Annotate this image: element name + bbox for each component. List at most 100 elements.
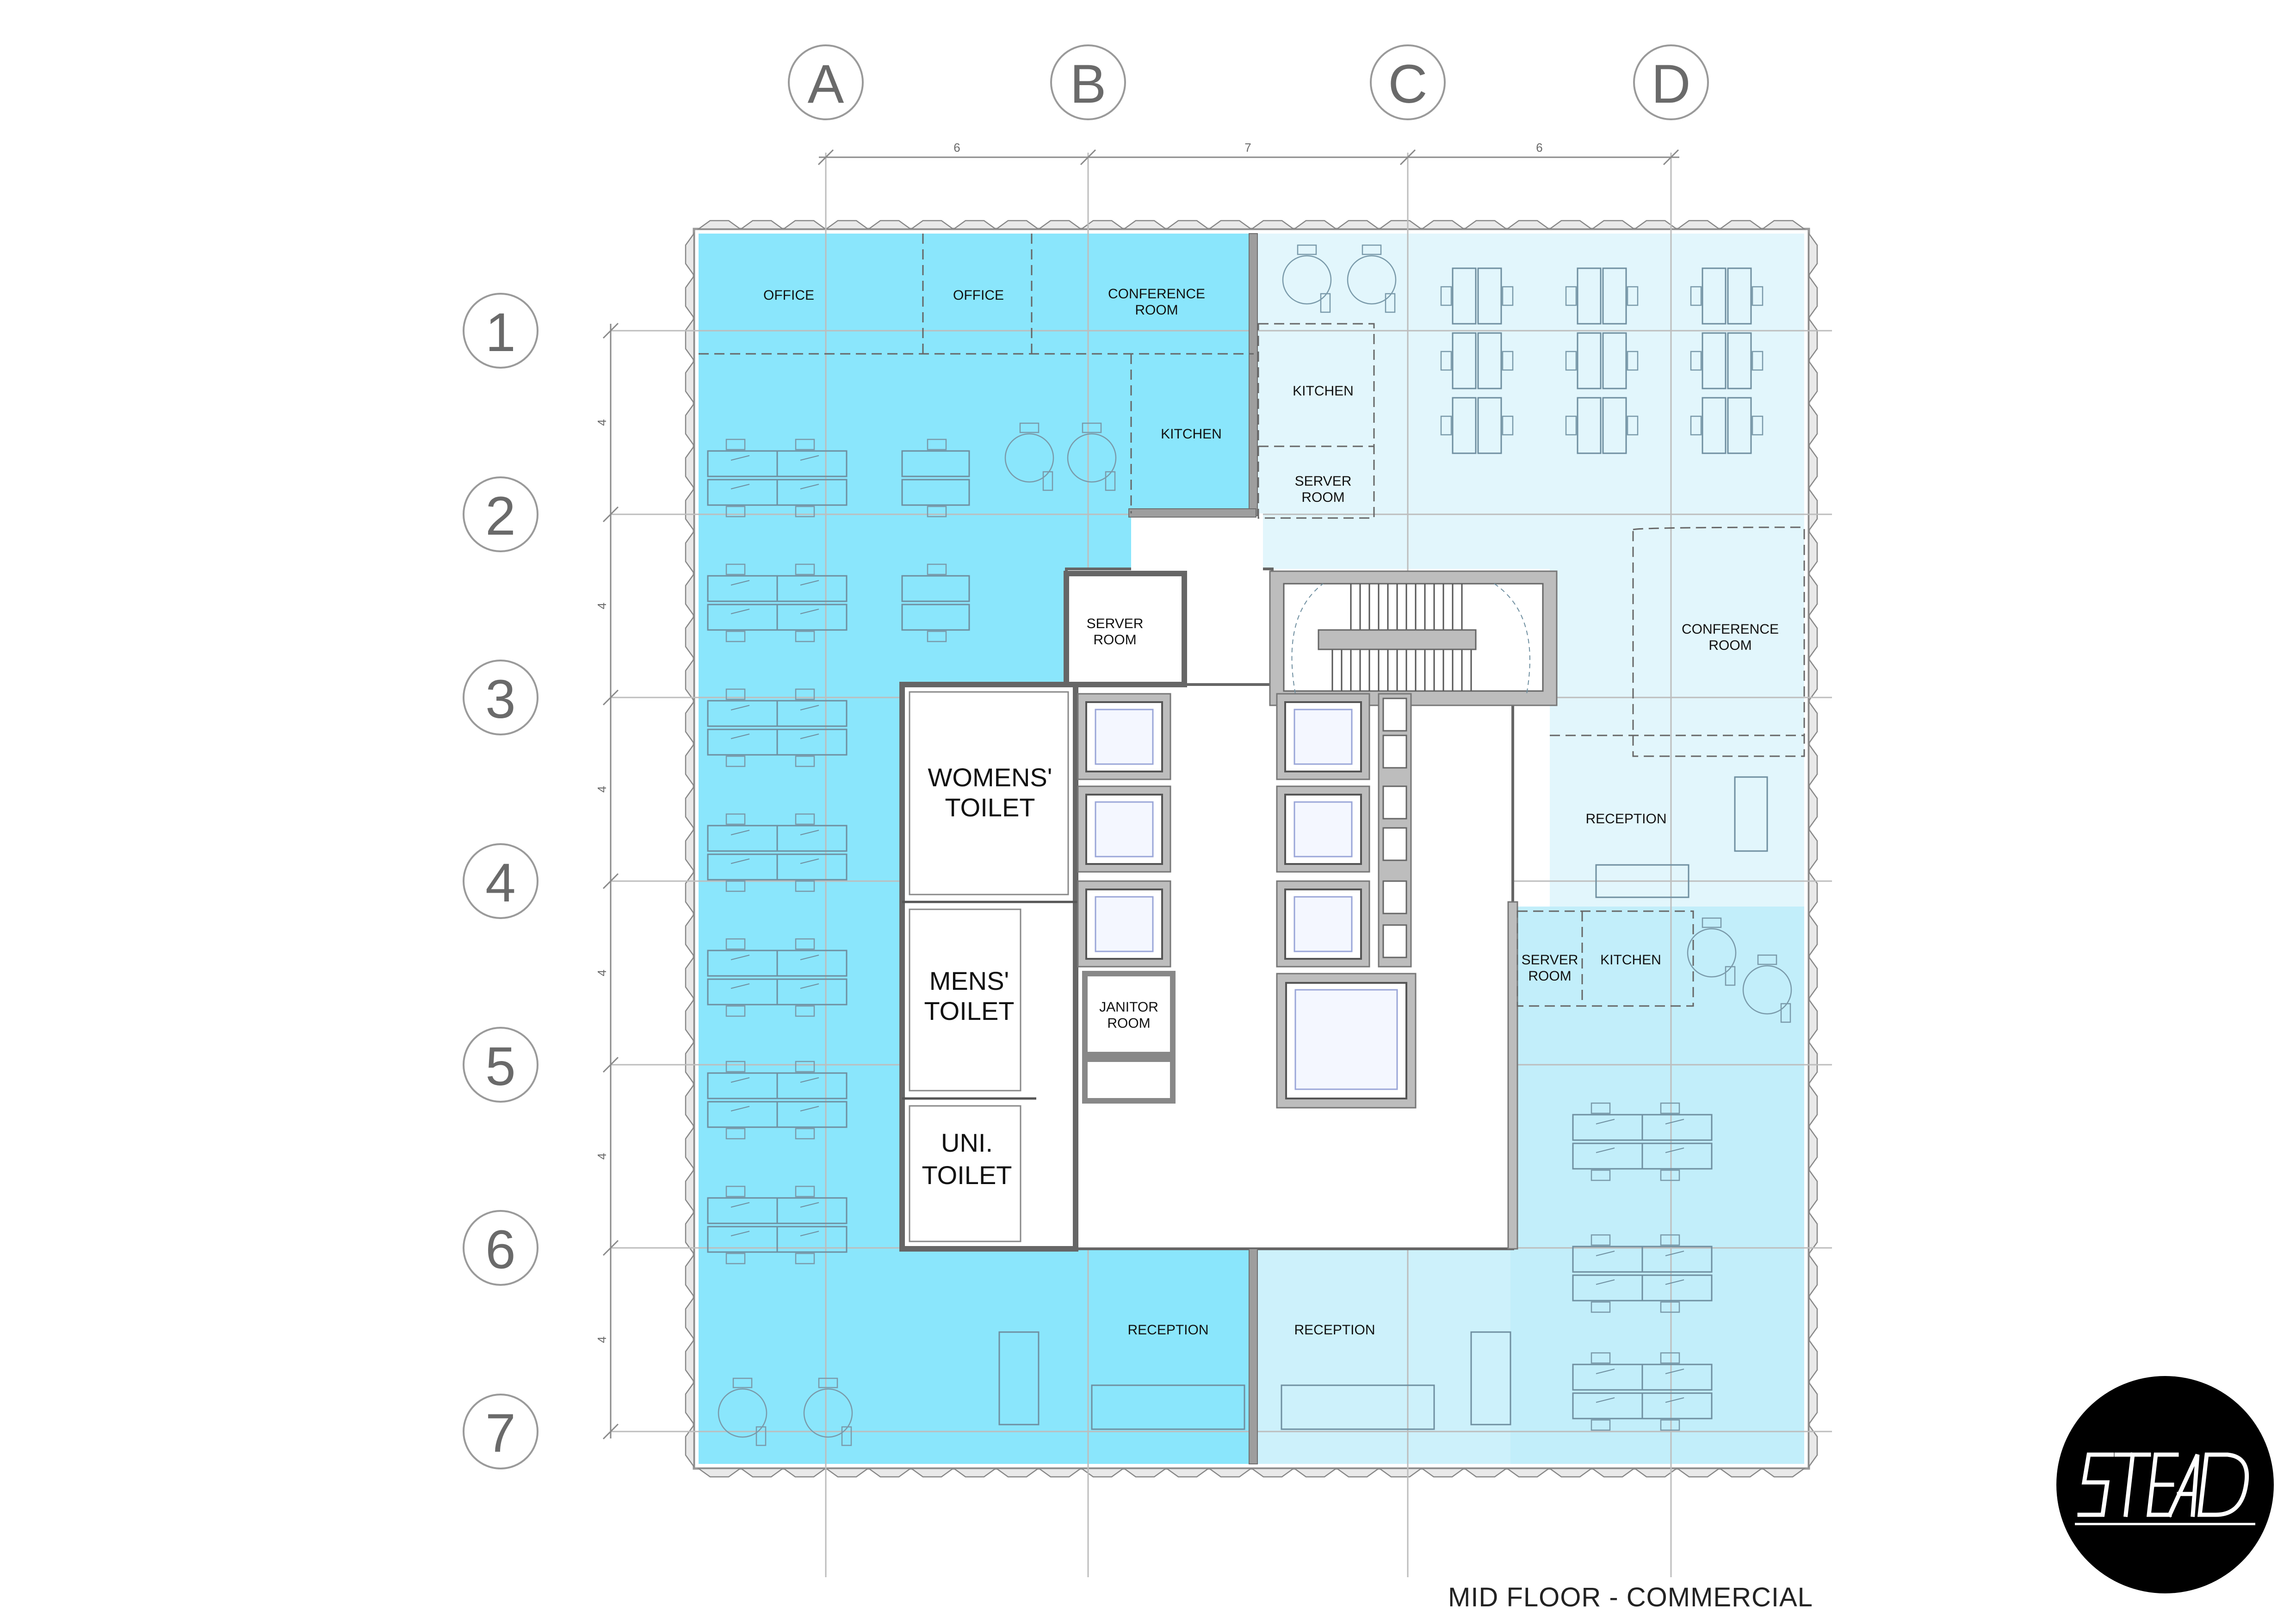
desk-cluster <box>707 688 848 767</box>
workstation-pod <box>1690 397 1764 454</box>
svg-text:1: 1 <box>485 302 516 363</box>
workstation-pod <box>1690 332 1764 389</box>
label-server-core-2: ROOM <box>1093 632 1136 648</box>
label-kitchen-n: KITCHEN <box>1293 383 1354 399</box>
svg-text:5: 5 <box>485 1036 516 1097</box>
label-uni-toilet-2: TOILET <box>922 1160 1012 1190</box>
svg-text:B: B <box>1070 54 1107 115</box>
round-table <box>1742 954 1792 1023</box>
label-server-n-2: ROOM <box>1301 490 1344 505</box>
svg-text:D: D <box>1651 54 1690 115</box>
column-spacing-label: 7 <box>1244 141 1251 154</box>
label-reception-s: RECEPTION <box>1294 1322 1375 1338</box>
desk-cluster <box>901 438 970 518</box>
workstation-pod <box>1565 267 1639 325</box>
row-spacing-label: 4 <box>595 1153 609 1160</box>
desk-cluster <box>707 563 848 642</box>
round-table <box>1067 422 1117 491</box>
tenant-zones <box>699 234 1804 1464</box>
sofa <box>998 1331 1040 1426</box>
round-table <box>803 1377 853 1446</box>
grid-bubble-col-C: C <box>1370 44 1446 120</box>
lift-shafts <box>1077 693 1417 1109</box>
row-spacing-label: 4 <box>595 1336 609 1343</box>
room-partitions <box>699 234 1805 1007</box>
reception-desk <box>1734 776 1768 852</box>
row-spacing-label: 4 <box>595 786 609 792</box>
grid-bubble-col-B: B <box>1050 44 1126 120</box>
label-kitchen-nw: KITCHEN <box>1161 426 1222 442</box>
grid-bubble-col-A: A <box>788 44 864 120</box>
round-table <box>1004 422 1054 491</box>
desk-cluster <box>707 1185 848 1265</box>
label-server-n-1: SERVER <box>1295 474 1352 489</box>
workstation-pod <box>1565 332 1639 389</box>
tenant-zone-northeast <box>1254 234 1804 907</box>
label-conference-e-1: CONFERENCE <box>1682 622 1779 637</box>
plan-title: MID FLOOR - COMMERCIAL <box>1448 1582 1813 1612</box>
tenant-zone-west <box>699 234 1254 1464</box>
column-spacing-label: 6 <box>1536 141 1542 154</box>
server-room-core <box>1064 571 1187 687</box>
round-table <box>1282 244 1332 313</box>
reception-desk <box>1281 1384 1435 1430</box>
label-mens-toilet-1: MENS' <box>929 966 1009 995</box>
grid-bubbles: A B C D 1 2 3 4 5 6 7 <box>463 44 1709 1469</box>
workstation-pod <box>1440 267 1514 325</box>
svg-text:C: C <box>1388 54 1427 115</box>
label-office-1: OFFICE <box>763 288 814 303</box>
row-spacing-label: 4 <box>595 969 609 976</box>
svg-text:3: 3 <box>485 669 516 730</box>
desk-cluster <box>707 938 848 1017</box>
row-spacing-label: 4 <box>595 419 609 426</box>
furniture <box>707 244 1792 1446</box>
grid-bubble-row-1: 1 <box>463 293 538 369</box>
workstation-pod <box>1440 397 1514 454</box>
label-uni-toilet-1: UNI. <box>941 1128 993 1157</box>
grid-bubble-row-7: 7 <box>463 1394 538 1469</box>
svg-text:A: A <box>808 54 844 115</box>
label-mens-toilet-2: TOILET <box>924 996 1014 1025</box>
row-spacing-label: 4 <box>595 603 609 609</box>
svg-text:6: 6 <box>485 1219 516 1280</box>
label-office-2: OFFICE <box>953 288 1004 303</box>
svg-text:2: 2 <box>485 486 516 547</box>
desk-cluster <box>707 1061 848 1140</box>
desk-cluster <box>1572 1352 1713 1431</box>
facade-fins <box>685 220 1818 1478</box>
grid-bubble-row-2: 2 <box>463 476 538 552</box>
tenant-zone-south <box>1254 1249 1510 1464</box>
workstation-pod <box>1690 267 1764 325</box>
label-womens-toilet-2: TOILET <box>945 793 1035 822</box>
sofa <box>1470 1331 1511 1426</box>
grid-bubble-row-6: 6 <box>463 1210 538 1286</box>
label-conference-nw-2: ROOM <box>1135 302 1178 318</box>
room-labels: OFFICE OFFICE CONFERENCE ROOM KITCHEN KI… <box>763 286 1779 1338</box>
grid-bubble-row-5: 5 <box>463 1027 538 1103</box>
label-kitchen-se: KITCHEN <box>1600 952 1661 968</box>
round-table <box>1687 917 1737 986</box>
sofa <box>1595 864 1690 898</box>
label-server-se-2: ROOM <box>1528 969 1571 984</box>
label-janitor-1: JANITOR <box>1099 1000 1158 1015</box>
stead-logo <box>2056 1376 2274 1593</box>
label-womens-toilet-1: WOMENS' <box>928 763 1052 792</box>
desk-cluster <box>1572 1234 1713 1313</box>
label-reception-sw: RECEPTION <box>1127 1322 1208 1338</box>
desk-cluster <box>1572 1102 1713 1181</box>
workstation-pod <box>1565 397 1639 454</box>
desk-cluster <box>707 438 848 518</box>
desk-cluster <box>901 563 970 642</box>
round-table <box>1347 244 1397 313</box>
label-conference-nw-1: CONFERENCE <box>1108 286 1205 302</box>
grid-bubble-row-4: 4 <box>463 843 538 919</box>
label-conference-e-2: ROOM <box>1708 638 1751 653</box>
round-table <box>718 1377 767 1446</box>
grid-bubble-col-D: D <box>1633 44 1709 120</box>
workstation-pod <box>1440 332 1514 389</box>
svg-text:4: 4 <box>485 852 516 913</box>
janitor-room <box>1082 971 1176 1057</box>
label-server-core-1: SERVER <box>1087 616 1144 631</box>
